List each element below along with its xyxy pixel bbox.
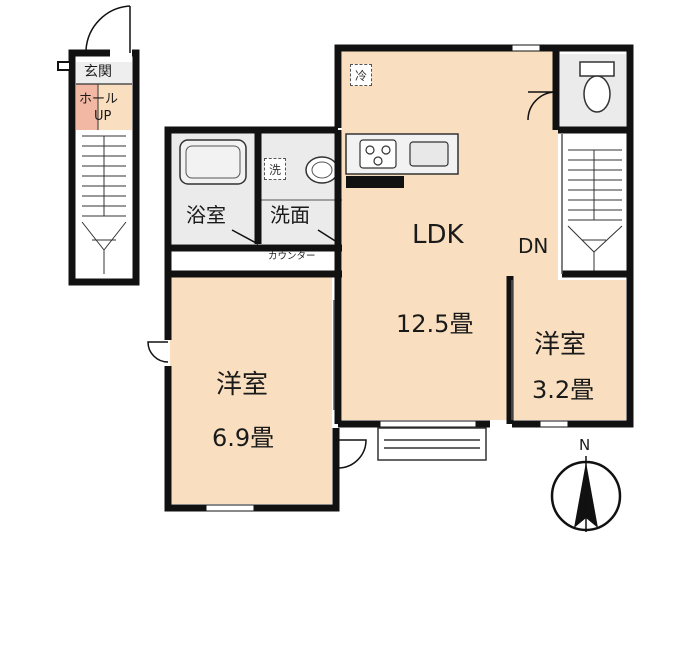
entrance-wall-stub xyxy=(57,61,71,71)
washroom-label: 洗面 xyxy=(270,203,310,227)
toilet-bowl xyxy=(583,75,611,113)
bathtub xyxy=(179,139,247,185)
hall-label: ホール xyxy=(79,92,119,107)
entrance-label-band xyxy=(76,62,132,84)
bath-label: 浴室 xyxy=(186,203,226,227)
entrance-walls xyxy=(68,49,140,286)
window-ldk-top xyxy=(511,44,541,52)
western-small-name: 洋室 xyxy=(534,330,587,360)
door-washroom[interactable] xyxy=(317,229,341,245)
inner-thin-walls xyxy=(333,134,563,420)
fridge-mark: 冷 xyxy=(350,64,372,86)
burner xyxy=(365,145,375,155)
washbasin-inner xyxy=(311,161,333,179)
door-ldk-balcony[interactable] xyxy=(337,439,367,469)
burner xyxy=(373,156,383,166)
window-ldk-bottom xyxy=(379,420,477,428)
entrance-label: 玄関 xyxy=(84,64,112,80)
door-western-large[interactable] xyxy=(147,341,169,363)
western-large-floor xyxy=(170,276,332,504)
cooktop xyxy=(359,139,397,169)
hall-up-label: UP xyxy=(94,109,112,124)
ldk-lower-floor xyxy=(342,270,512,420)
door-bath[interactable] xyxy=(231,229,259,245)
entrance-block xyxy=(57,5,140,286)
balcony xyxy=(377,427,487,461)
inner-stair-treads xyxy=(567,149,623,272)
inner-stair-floor xyxy=(564,134,626,274)
compass-label: N xyxy=(579,436,591,454)
western-large-size: 6.9畳 xyxy=(212,424,275,452)
western-small-size: 3.2畳 xyxy=(532,376,595,404)
burner xyxy=(381,145,391,155)
washer-mark: 洗 xyxy=(264,158,286,180)
windows xyxy=(205,44,569,512)
western-large-name: 洋室 xyxy=(216,370,269,400)
ldk-size: 12.5畳 xyxy=(396,310,474,338)
window-large-bottom xyxy=(205,504,255,512)
hall-floor xyxy=(98,84,132,130)
entrance-stair-treads xyxy=(81,135,127,274)
kitchen-partition xyxy=(346,176,404,188)
door-toilet[interactable] xyxy=(527,91,557,121)
entrance-floor xyxy=(76,84,98,130)
main-unit xyxy=(147,44,634,512)
western-small-floor xyxy=(512,280,626,420)
bathtub-inner xyxy=(185,145,241,179)
doors[interactable] xyxy=(147,91,557,469)
window-small-bottom xyxy=(539,420,569,428)
compass xyxy=(550,456,622,532)
washbasin xyxy=(305,156,339,184)
washroom-floor xyxy=(258,132,342,244)
front-door[interactable] xyxy=(85,5,131,53)
counter-label: カウンター xyxy=(268,251,316,262)
kitchen-sink xyxy=(409,141,449,167)
ldk-name: LDK xyxy=(412,220,464,250)
toilet-tank xyxy=(579,61,615,77)
stairs-dn-label: DN xyxy=(518,234,549,258)
